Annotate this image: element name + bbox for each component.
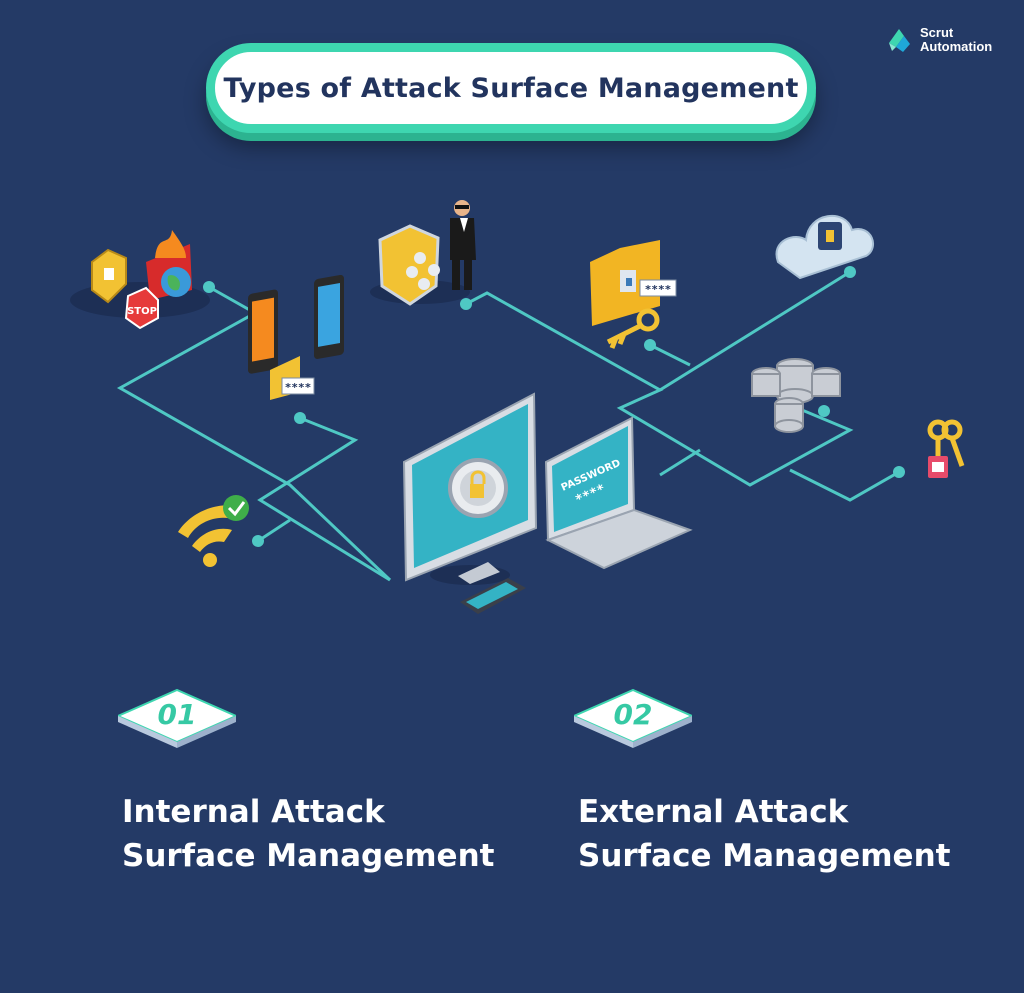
internal-asm-line-1: Internal Attack: [122, 794, 385, 830]
lock-icon: [826, 230, 834, 242]
security-guard-cluster: [370, 200, 476, 306]
external-asm-line-2: Surface Management: [578, 838, 951, 874]
stop-sign-icon: [124, 286, 159, 330]
scrut-logo: Scrut Automation: [884, 24, 1014, 56]
brand-name: Scrut Automation: [920, 26, 992, 54]
stop-sign-text: STOP: [127, 306, 157, 317]
external-asm-line-1: External Attack: [578, 794, 849, 830]
badge-number-01: 01: [158, 698, 197, 731]
internal-asm-label: Internal Attack Surface Management: [122, 790, 502, 878]
password-field: ****: [639, 279, 677, 297]
number-badge-01: 01: [118, 688, 236, 748]
external-asm-label: External Attack Surface Management: [578, 790, 958, 878]
badge-number-02: 02: [614, 698, 653, 731]
safe-lock-icon: [448, 458, 508, 518]
cloud-storage-cluster: [775, 214, 874, 280]
desktop-monitor: [402, 392, 538, 585]
connector-lines: [116, 270, 900, 582]
folder-password-text: ****: [645, 283, 672, 296]
laptop-keyboard: [545, 508, 693, 570]
keys-cluster: [927, 419, 965, 478]
smartphone-icon: [460, 578, 526, 614]
database-cluster: [751, 358, 841, 433]
wifi-cluster: [178, 495, 249, 567]
laptop-screen: [552, 426, 628, 532]
page-title: Types of Attack Surface Management: [223, 72, 799, 104]
brand-line-2: Automation: [920, 39, 993, 54]
firewall-cluster: STOP: [70, 230, 210, 330]
database-icon: [751, 358, 841, 433]
phone-password-text: ****: [285, 381, 312, 394]
number-badge-02: 02: [574, 688, 692, 748]
check-icon: [223, 495, 249, 521]
internal-asm-line-2: Surface Management: [122, 838, 495, 874]
network-illustration: STOP ****: [70, 200, 965, 614]
connector-nodes: [203, 266, 905, 547]
brand-line-1: Scrut: [920, 25, 954, 40]
secure-folder-cluster: ****: [590, 240, 677, 349]
mobile-transfer-cluster: ****: [248, 274, 344, 400]
lock-icon: [104, 268, 114, 280]
key-icon: [606, 308, 660, 349]
title-banner: Types of Attack Surface Management: [206, 43, 816, 133]
hacker-icon: [450, 200, 476, 290]
scrut-logo-icon: [889, 29, 910, 52]
laptop: PASSWORD ****: [544, 416, 693, 570]
